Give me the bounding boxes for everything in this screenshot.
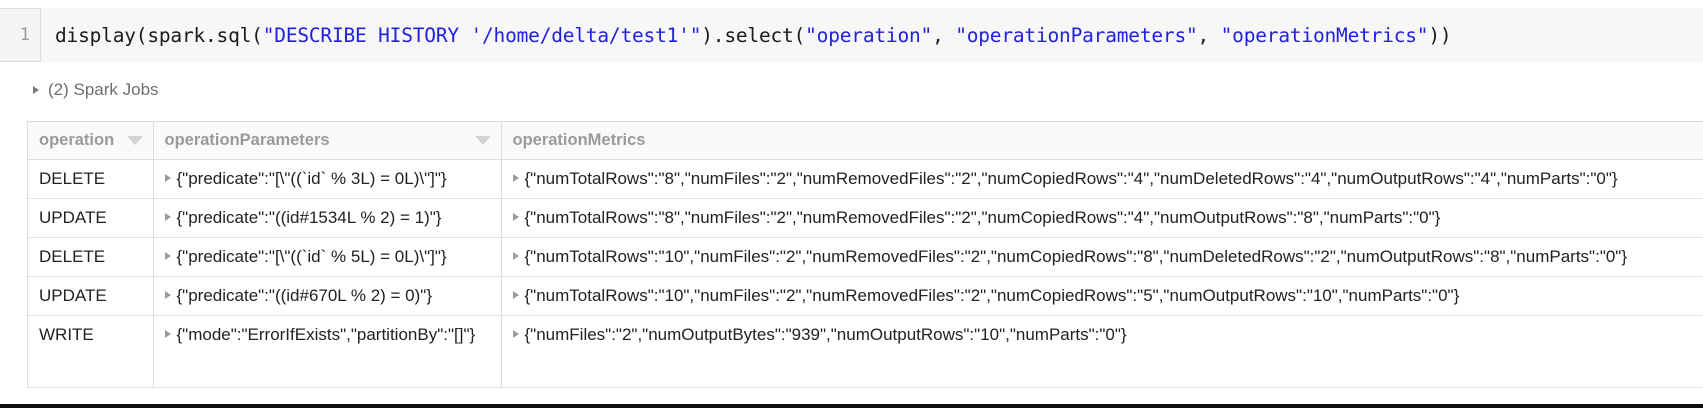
column-header-operation[interactable]: operation [28, 122, 154, 160]
expand-struct-icon[interactable] [512, 330, 519, 338]
cell-operationMetrics-text: {"numTotalRows":"8","numFiles":"2","numR… [524, 208, 1441, 227]
cell-operationMetrics: {"numTotalRows":"10","numFiles":"2","num… [501, 237, 1703, 277]
code-string-token: "operationMetrics" [1220, 23, 1429, 47]
expand-struct-icon[interactable] [164, 213, 171, 221]
code-string-token: "operation" [805, 23, 933, 47]
cell-operationMetrics-text: {"numFiles":"2","numOutputBytes":"939","… [524, 325, 1127, 344]
code-line: display(spark.sql("DESCRIBE HISTORY '/ho… [55, 23, 1452, 47]
expand-struct-icon[interactable] [164, 291, 171, 299]
expand-struct-icon[interactable] [164, 174, 171, 182]
cell-operationParameters-text: {"predicate":"((id#1534L % 2) = 1)"} [176, 208, 442, 227]
expand-struct-icon[interactable] [512, 213, 519, 221]
cell-operation-text: DELETE [39, 247, 106, 266]
result-grid: operation operationParameters operationM… [28, 122, 1703, 388]
cell-operationMetrics: {"numTotalRows":"10","numFiles":"2","num… [501, 276, 1703, 316]
table-body: DELETE {"predicate":"[\"((`id` % 3L) = 0… [28, 159, 1703, 388]
code-token: display(spark.sql( [55, 23, 263, 47]
expand-struct-icon[interactable] [512, 291, 519, 299]
cell-operationParameters-text: {"predicate":"[\"((`id` % 5L) = 0L)\"]"} [176, 247, 447, 266]
header-row: operation operationParameters operationM… [28, 122, 1703, 160]
code-token: , [1197, 23, 1221, 47]
cell-operationParameters: {"predicate":"[\"((`id` % 5L) = 0L)\"]"} [153, 237, 502, 277]
bottom-divider [0, 404, 1703, 408]
expand-struct-icon[interactable] [512, 174, 519, 182]
table-header: operation operationParameters operationM… [28, 122, 1703, 160]
results-table: operation operationParameters operationM… [27, 121, 1703, 388]
cell-operation: UPDATE [28, 198, 154, 238]
cell-operation-text: UPDATE [39, 286, 107, 305]
cell-operationMetrics-text: {"numTotalRows":"8","numFiles":"2","numR… [524, 169, 1618, 188]
sort-caret-icon[interactable] [474, 136, 491, 145]
expand-struct-icon[interactable] [512, 252, 519, 260]
cell-operation: UPDATE [28, 276, 154, 316]
code-editor[interactable]: display(spark.sql("DESCRIBE HISTORY '/ho… [40, 8, 1703, 62]
sort-caret-icon[interactable] [126, 136, 143, 145]
cell-operationParameters: {"predicate":"((id#670L % 2) = 0)"} [153, 276, 502, 316]
column-header-operation-label: operation [39, 131, 115, 149]
table-row[interactable]: DELETE {"predicate":"[\"((`id` % 5L) = 0… [28, 237, 1703, 277]
cell-operation: DELETE [28, 237, 154, 277]
cell-operation-text: WRITE [39, 325, 94, 344]
cell-operation-text: DELETE [39, 169, 106, 188]
spark-jobs-label: (2) Spark Jobs [48, 80, 159, 99]
code-token: )) [1428, 23, 1452, 47]
cell-operationParameters-text: {"predicate":"((id#670L % 2) = 0)"} [176, 286, 433, 305]
cell-operationParameters-text: {"mode":"ErrorIfExists","partitionBy":"[… [176, 325, 476, 344]
cell-operationParameters-text: {"predicate":"[\"((`id` % 3L) = 0L)\"]"} [176, 169, 447, 188]
cell-operationMetrics: {"numFiles":"2","numOutputBytes":"939","… [501, 315, 1703, 388]
cell-operation-text: UPDATE [39, 208, 107, 227]
code-string-token: "DESCRIBE HISTORY '/home/delta/test1'" [262, 23, 702, 47]
expand-struct-icon[interactable] [164, 330, 171, 338]
column-header-operationParameters[interactable]: operationParameters [153, 122, 502, 160]
cell-operation: WRITE [28, 315, 154, 388]
cell-operation: DELETE [28, 159, 154, 199]
column-header-operationParameters-label: operationParameters [164, 131, 330, 149]
cell-operationMetrics-text: {"numTotalRows":"10","numFiles":"2","num… [524, 286, 1460, 305]
cell-operationParameters: {"predicate":"[\"((`id` % 3L) = 0L)\"]"} [153, 159, 502, 199]
table-row[interactable]: UPDATE {"predicate":"((id#670L % 2) = 0)… [28, 276, 1703, 316]
column-header-operationMetrics[interactable]: operationMetrics [501, 122, 1703, 160]
code-token: ).select( [701, 23, 806, 47]
table-row[interactable]: DELETE {"predicate":"[\"((`id` % 3L) = 0… [28, 159, 1703, 199]
code-string-token: "operationParameters" [955, 23, 1198, 47]
cell-operationParameters: {"mode":"ErrorIfExists","partitionBy":"[… [153, 315, 502, 388]
column-header-operationMetrics-label: operationMetrics [512, 131, 646, 149]
code-token: , [932, 23, 956, 47]
spark-jobs-toggle[interactable]: (2) Spark Jobs [33, 78, 159, 102]
expand-struct-icon[interactable] [164, 252, 171, 260]
table-row[interactable]: UPDATE {"predicate":"((id#1534L % 2) = 1… [28, 198, 1703, 238]
cell-operationParameters: {"predicate":"((id#1534L % 2) = 1)"} [153, 198, 502, 238]
chevron-right-icon[interactable] [33, 86, 39, 94]
cell-operationMetrics: {"numTotalRows":"8","numFiles":"2","numR… [501, 159, 1703, 199]
table-row[interactable]: WRITE {"mode":"ErrorIfExists","partition… [28, 315, 1703, 388]
line-number: 1 [19, 25, 30, 45]
notebook-code-cell[interactable]: 1 display(spark.sql("DESCRIBE HISTORY '/… [0, 8, 1703, 62]
cell-operationMetrics: {"numTotalRows":"8","numFiles":"2","numR… [501, 198, 1703, 238]
cell-operationMetrics-text: {"numTotalRows":"10","numFiles":"2","num… [524, 247, 1628, 266]
